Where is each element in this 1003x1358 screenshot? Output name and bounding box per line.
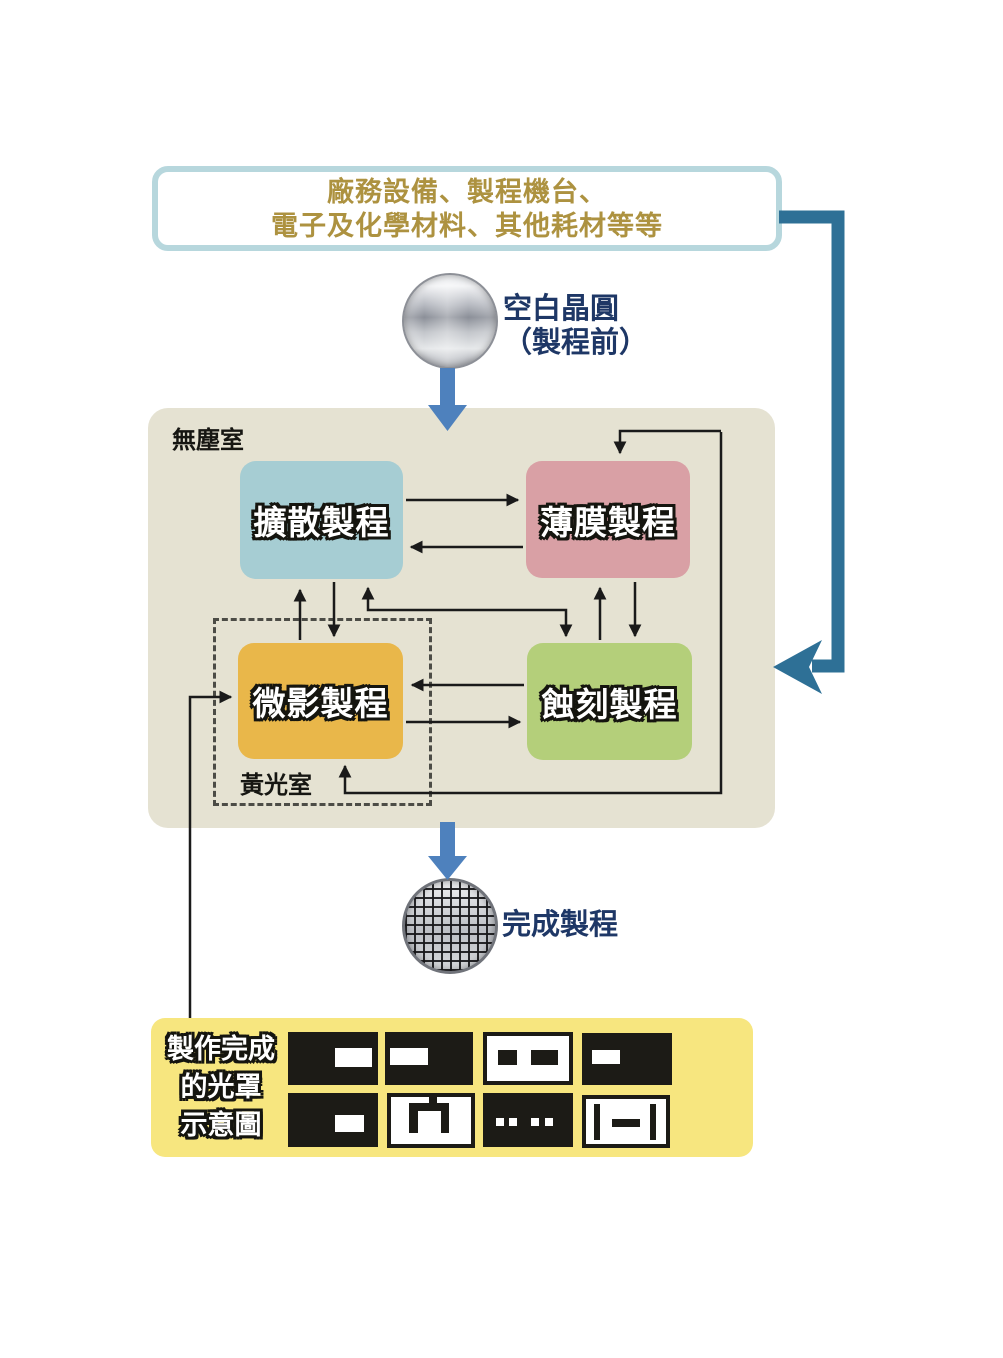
mask-tile-7-dot-2: [509, 1117, 518, 1126]
diffusion-process-label: 擴散製程: [253, 504, 390, 541]
mask-tile-3-pattern-a: [497, 1050, 518, 1065]
finished-wafer-icon: [402, 878, 498, 974]
supply-to-cleanroom-arrow: [773, 210, 845, 694]
etching-process-box: 蝕刻製程: [527, 643, 692, 760]
thin-film-process-box: 薄膜製程: [526, 461, 690, 578]
blank-wafer-icon: [402, 273, 498, 369]
mask-tile-8-pattern-center-bar: [612, 1118, 641, 1127]
thin-film-process-label: 薄膜製程: [540, 503, 676, 541]
mask-tile-6-pattern-left-leg: [409, 1102, 419, 1133]
mask-tile-7-dot-4: [545, 1117, 554, 1126]
mask-tile-6-pattern-top: [409, 1102, 450, 1112]
mask-tile-4-pattern: [591, 1049, 620, 1065]
mask-tile-4: [582, 1033, 672, 1085]
mask-title-line3: 示意圖: [180, 1110, 262, 1140]
mask-tile-8: [582, 1095, 670, 1148]
mask-title-line2: 的光罩: [180, 1072, 262, 1102]
supply-box-line1: 廠務設備、製程機台、: [327, 176, 607, 207]
finished-wafer-label: 完成製程: [502, 909, 619, 941]
mask-tile-2: [385, 1032, 473, 1085]
mask-tile-6: [387, 1093, 475, 1148]
mask-tile-6-pattern-stub: [429, 1093, 437, 1103]
supply-box: 廠務設備、製程機台、 電子及化學材料、其他耗材等等: [152, 166, 782, 251]
cleanroom-label: 無塵室: [172, 427, 244, 454]
supply-box-line2: 電子及化學材料、其他耗材等等: [271, 210, 663, 241]
mask-tile-5-pattern: [334, 1114, 365, 1132]
mask-tile-7-dot-1: [495, 1117, 504, 1126]
blank-wafer-label: 空白晶圓 （製程前）: [503, 292, 648, 360]
mask-tile-1: [288, 1032, 378, 1085]
mask-title-line1: 製作完成: [167, 1034, 275, 1064]
blank-wafer-label-line2: （製程前）: [503, 327, 649, 359]
mask-tile-2-pattern: [390, 1047, 429, 1065]
mask-tile-3-pattern-b: [531, 1050, 559, 1065]
mask-tile-6-pattern-right-leg: [440, 1102, 450, 1133]
blank-wafer-label-line1: 空白晶圓: [503, 293, 620, 325]
lithography-process-box: 微影製程: [238, 643, 403, 759]
mask-tile-8-pattern-right-rail: [650, 1103, 657, 1140]
mask-tile-3: [483, 1032, 573, 1085]
lithography-process-label: 微影製程: [252, 685, 389, 722]
mask-panel-title: 製作完成 的光罩 示意圖: [155, 1030, 287, 1144]
mask-tile-7-dot-3: [530, 1117, 539, 1126]
wafer-out-arrow: [428, 822, 467, 880]
mask-tile-8-pattern-left-rail: [594, 1103, 601, 1140]
mask-tile-1-pattern: [334, 1047, 372, 1067]
etching-process-label: 蝕刻製程: [541, 685, 678, 723]
yellow-room-label: 黃光室: [240, 772, 312, 799]
mask-tile-5: [288, 1093, 378, 1147]
mask-tile-7: [483, 1093, 573, 1147]
diffusion-process-box: 擴散製程: [240, 461, 403, 579]
